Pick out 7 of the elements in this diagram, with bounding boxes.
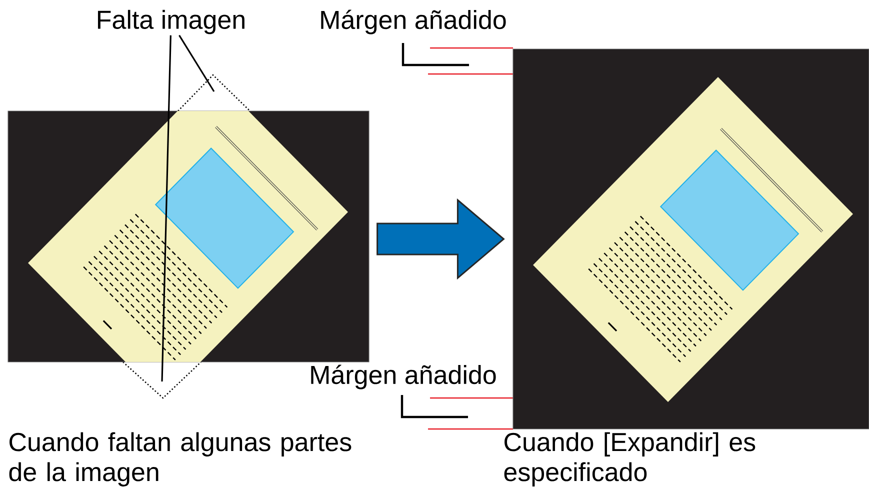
callout-text: Falta imagen (98, 10, 244, 34)
node-label: Cuando faltan algunas partes de la imagen (9, 432, 352, 486)
node-label: Cuando [Expandir] es especificado (504, 432, 756, 486)
leader-line (178, 34, 215, 92)
dimension-label: Márgen añadido (311, 364, 496, 390)
block-arrow (376, 198, 505, 280)
dimension-label: Márgen añadido (321, 10, 506, 34)
